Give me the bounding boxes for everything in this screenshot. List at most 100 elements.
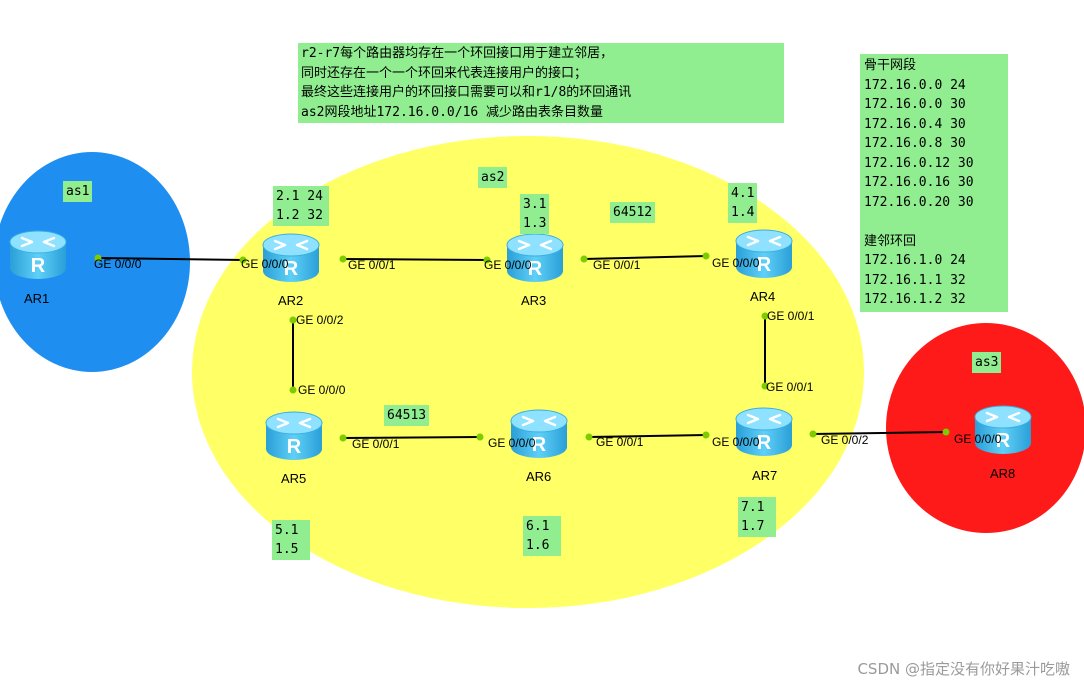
note-line: 1.4: [731, 205, 755, 220]
note-line: 1.7: [741, 519, 765, 534]
note-line: 最终这些连接用户的环回接口需要可以和r1/8的环回通讯: [301, 85, 632, 100]
link-ar1-ar2: [97, 257, 244, 261]
as3-label: as3: [972, 352, 1002, 373]
router-name-ar7: AR7: [752, 468, 778, 483]
iface-ar2-ge002: GE 0/0/2: [296, 313, 344, 327]
as1-area: [0, 152, 190, 372]
router-ar4[interactable]: R: [734, 225, 794, 281]
link-ar2-ar3: [342, 258, 488, 261]
link-ar6-ar7: [588, 434, 707, 438]
note-line: 5.1: [275, 523, 299, 538]
router-icon: R: [9, 230, 67, 279]
router-ar7[interactable]: R: [734, 403, 794, 459]
router-name-ar6: AR6: [526, 469, 552, 484]
router-name-ar4: AR4: [750, 289, 776, 304]
svg-text:R: R: [528, 258, 543, 280]
router-ar5[interactable]: R: [264, 407, 324, 463]
port-dots: [94, 252, 950, 442]
router-icon: R: [262, 233, 320, 282]
note-line: 建邻环回: [864, 233, 917, 249]
router-ar8[interactable]: R: [973, 401, 1033, 457]
note-line: 3.1: [523, 197, 547, 212]
iface-ar7-ge001: GE 0/0/1: [766, 380, 814, 394]
link-ar7-ar8: [812, 431, 947, 435]
note-line: 7.1: [741, 500, 765, 515]
note-line: 172.16.0.16 30: [864, 175, 974, 190]
note-line: 172.16.0.0 24: [864, 77, 966, 93]
router-name-ar2: AR2: [278, 293, 304, 308]
router-ar1[interactable]: R: [8, 226, 68, 282]
router-name-ar5: AR5: [281, 471, 307, 486]
note-line: 64513: [387, 408, 427, 423]
note-line: 172.16.1.1 32: [864, 272, 966, 288]
iface-ar5-ge000: GE 0/0/0: [298, 383, 346, 397]
note-line: 172.16.0.4 30: [864, 116, 966, 132]
csdn-watermark: CSDN @指定没有你好果汁吃嗷: [857, 660, 1070, 678]
router-icon: R: [265, 411, 323, 460]
note-line: 1.2 32: [276, 208, 323, 223]
svg-text:R: R: [284, 258, 299, 280]
iface-ar4-ge001: GE 0/0/1: [767, 309, 815, 323]
note-line: 6.1: [526, 519, 550, 534]
note-line: as2网段地址172.16.0.0/16 减少路由表条目数量: [301, 104, 604, 120]
note-line: as3: [975, 355, 999, 370]
note-line: r2-r7每个路由器均存在一个环回接口用于建立邻居，: [301, 46, 614, 61]
note-line: 骨干网段: [864, 58, 917, 73]
iface-ar2-ge001: GE 0/0/1: [348, 258, 396, 272]
iface-ar6-ge000: GE 0/0/0: [488, 436, 536, 450]
iface-ar2-ge000: GE 0/0/0: [241, 257, 289, 271]
iface-ar3-ge001: GE 0/0/1: [593, 258, 641, 272]
svg-text:R: R: [287, 436, 302, 458]
description-note: r2-r7每个路由器均存在一个环回接口用于建立邻居， 同时还存在一个一个环回来代表…: [298, 43, 784, 123]
segments-note: 骨干网段 172.16.0.0 24 172.16.0.0 30 172.16.0.4…: [860, 54, 1008, 312]
svg-text:R: R: [757, 432, 772, 454]
note-line: 172.16.1.0 24: [864, 253, 966, 268]
router-name-ar8: AR8: [990, 466, 1016, 481]
confed-64512-label: 64512: [610, 202, 656, 223]
svg-text:R: R: [996, 430, 1011, 452]
svg-text:R: R: [532, 434, 547, 456]
iface-ar5-ge001: GE 0/0/1: [352, 437, 400, 451]
note-line: 同时还存在一个一个环回来代表连接用户的接口；: [301, 65, 588, 81]
links: [97, 255, 947, 439]
as2-area: [192, 136, 864, 608]
note-line: 2.1 24: [276, 189, 323, 204]
note-line: 1.6: [526, 538, 550, 553]
svg-text:R: R: [757, 254, 772, 276]
iface-ar7-ge002: GE 0/0/2: [821, 433, 869, 447]
note-line: as2: [481, 170, 505, 185]
router-name-ar1: AR1: [24, 291, 50, 306]
note-line: 64512: [613, 205, 653, 220]
as2-label: as2: [478, 167, 508, 188]
note-line: 172.16.1.2 32: [864, 292, 966, 307]
iface-ar6-ge001: GE 0/0/1: [596, 435, 644, 449]
iface-ar8-ge000: GE 0/0/0: [954, 432, 1002, 446]
router-icon: R: [735, 229, 793, 278]
router-icon: R: [510, 409, 568, 458]
confed-64513-label: 64513: [384, 405, 430, 426]
router-ar2[interactable]: R: [261, 229, 321, 285]
link-ar5-ar6: [342, 436, 481, 439]
iface-ar3-ge000: GE 0/0/0: [484, 258, 532, 272]
note-line: 172.16.0.0 30: [864, 97, 966, 112]
router-icon: R: [735, 407, 793, 456]
router-name-ar3: AR3: [521, 293, 547, 308]
router-ar3[interactable]: R: [505, 229, 565, 285]
ar2-address-note: 2.1 24 1.2 32: [273, 186, 329, 226]
svg-text:R: R: [31, 255, 46, 277]
note-line: [864, 212, 1004, 232]
note-line: 172.16.0.8 30: [864, 136, 966, 151]
note-line: 1.3: [523, 216, 547, 231]
router-ar6[interactable]: R: [509, 405, 569, 461]
note-line: 172.16.0.12 30: [864, 155, 974, 171]
iface-ar1-ge000: GE 0/0/0: [94, 257, 142, 271]
note-line: as1: [66, 184, 90, 199]
note-line: 1.5: [275, 542, 299, 557]
note-line: 4.1: [731, 186, 755, 201]
router-icon: R: [974, 405, 1032, 454]
